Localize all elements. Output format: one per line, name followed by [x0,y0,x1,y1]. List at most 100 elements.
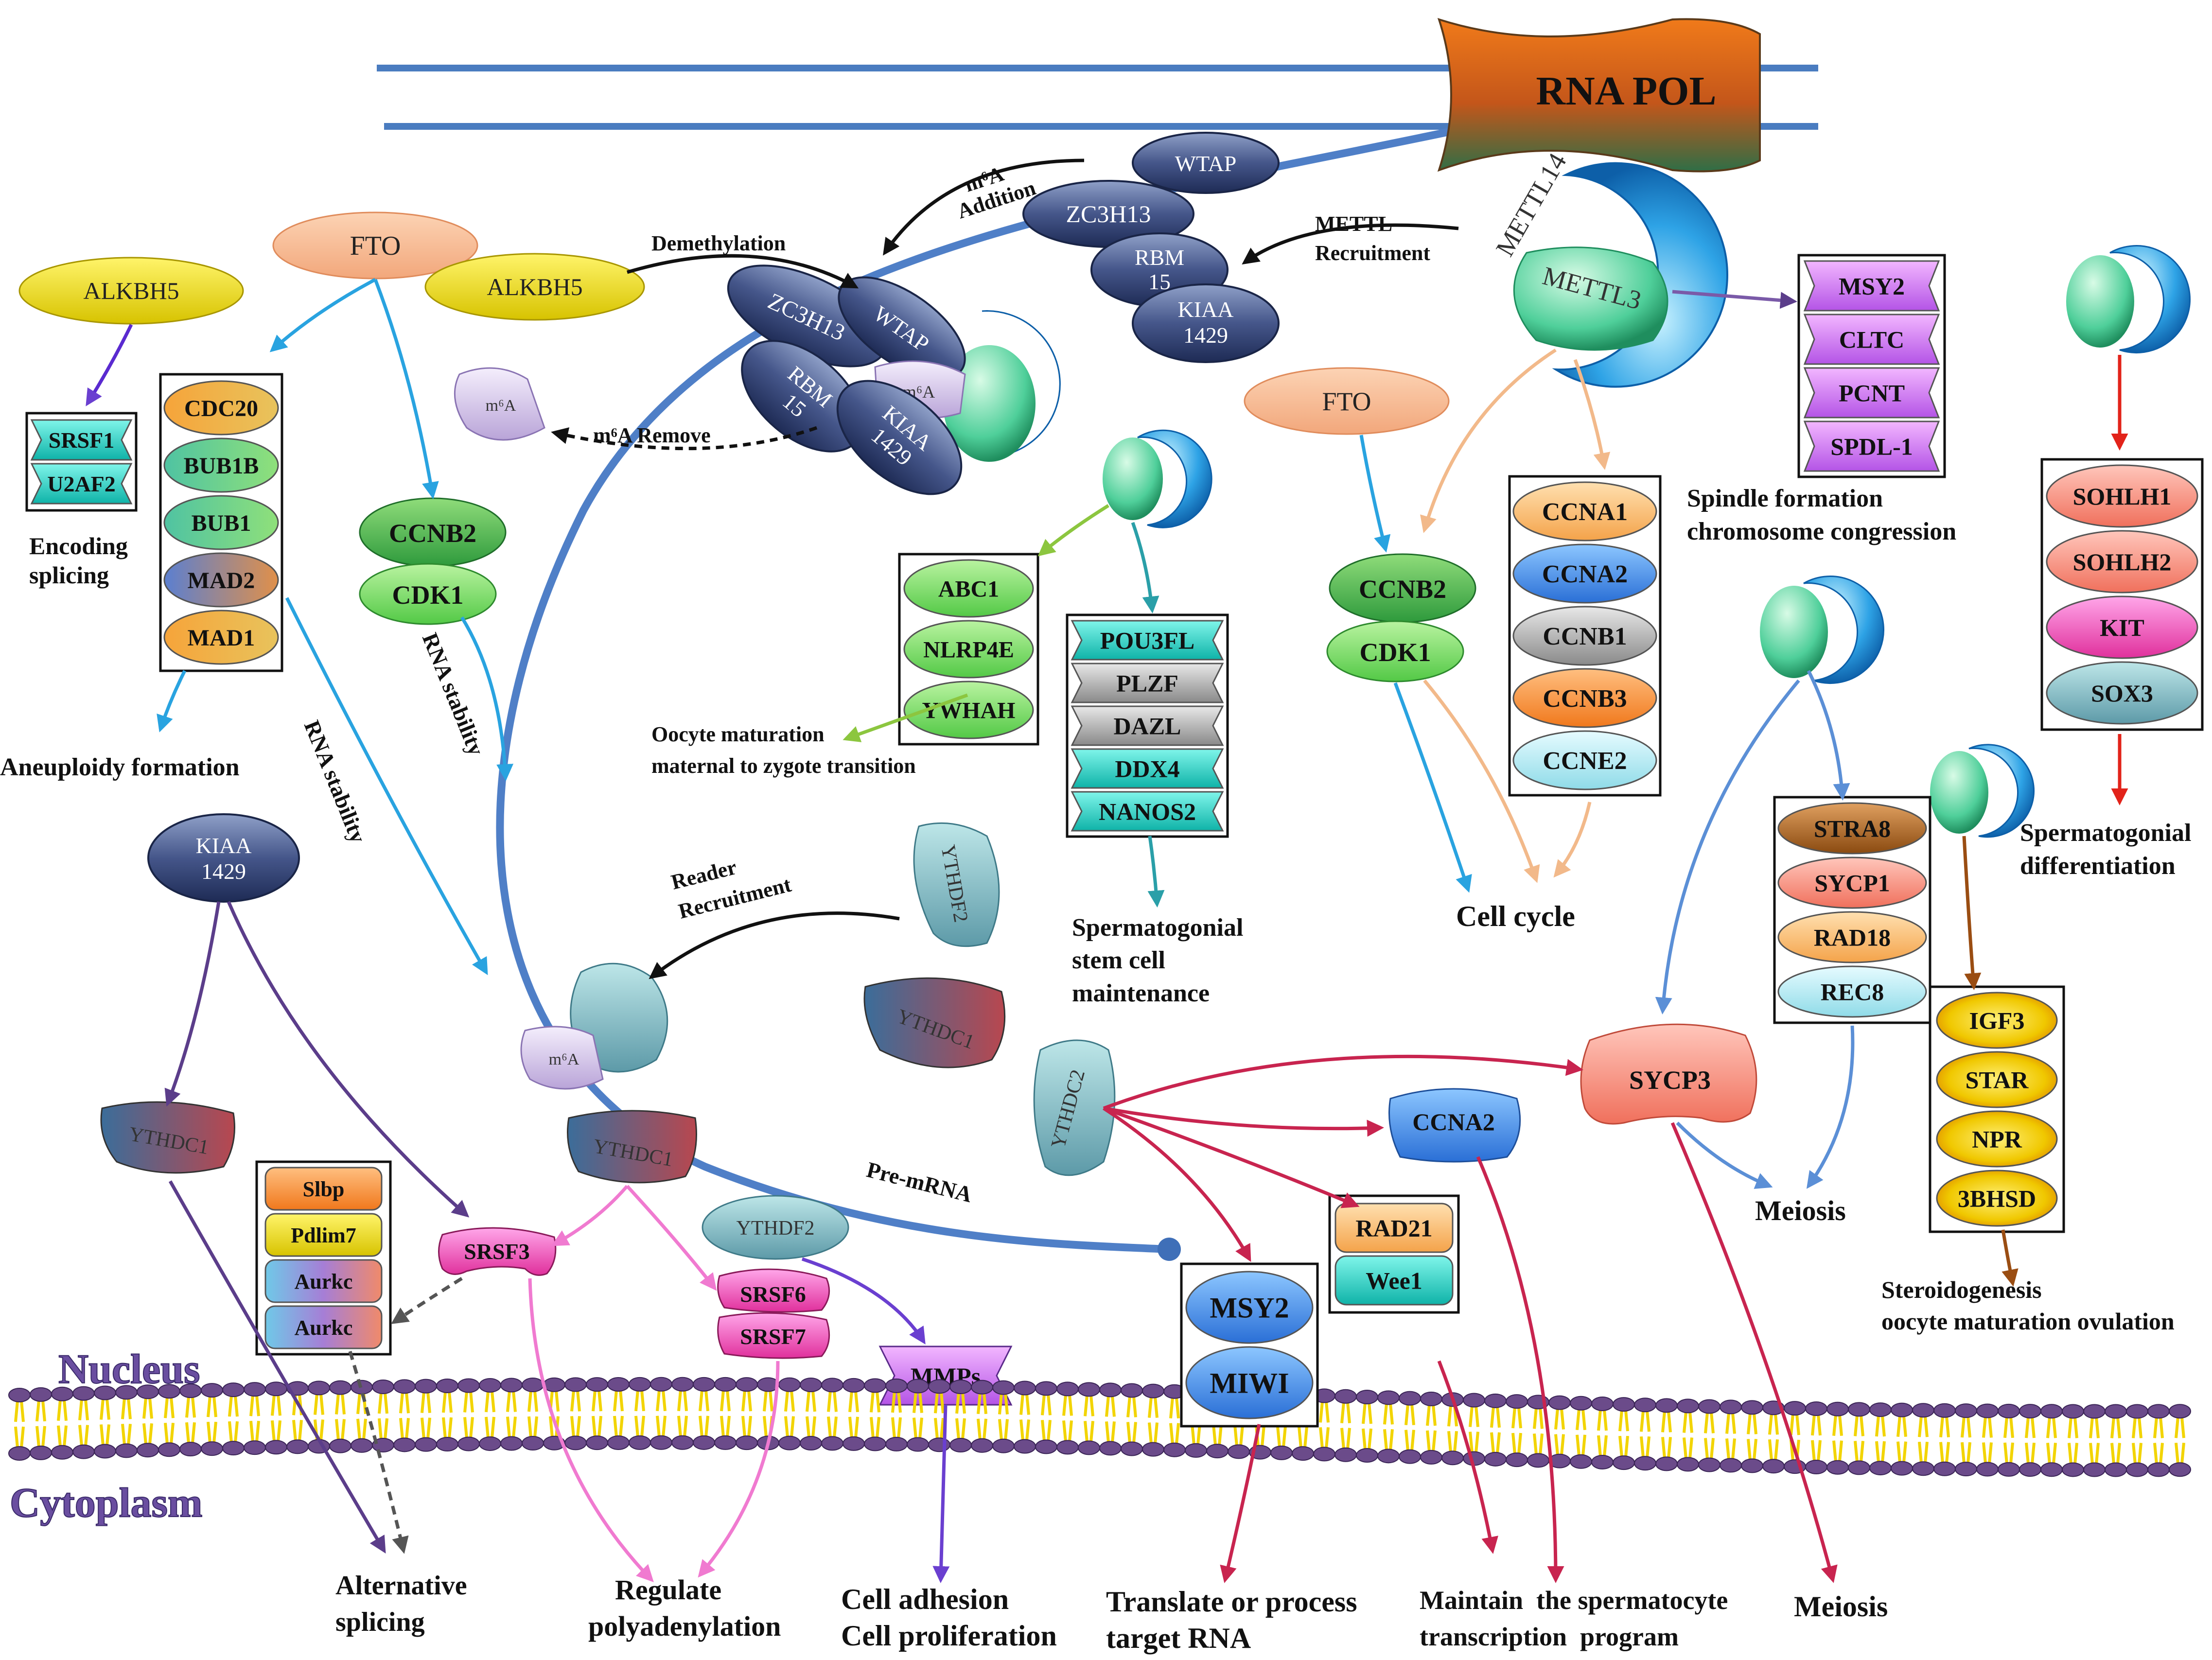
kiaa1429-left-label-2: 1429 [201,859,246,884]
sycp3-node [1580,1023,1757,1125]
ssc-label-3: maintenance [1072,979,1210,1007]
ssc-box-item-label: POU3FL [1100,627,1194,654]
cell-cycle-label: Cell cycle [1456,900,1575,932]
spindle-box-item-shape [1803,314,1940,365]
spindle-checkpoint-item-label: CDC20 [184,396,258,421]
msy-box-item-shape [1185,1271,1314,1344]
meiosis-box-item-label: REC8 [1821,979,1884,1006]
meiosis-box-item-shape [1777,965,1927,1018]
spindle-checkpoint-item-label: MAD1 [188,625,255,651]
ssc-box-item-shape [1071,663,1224,703]
meiosis-box-item-label: RAD18 [1814,924,1891,951]
sohlh-box-item-label: KIT [2100,614,2144,641]
gene-boxes: SRSF1U2AF2CDC20BUB1BBUB1MAD2MAD1ABC1NLRP… [25,254,2204,1428]
meiosis-mid-label: Meiosis [1755,1195,1846,1226]
ythdc1-mid-node [863,977,1006,1068]
oocyte-maturation-label-2: maternal to zygote transition [651,754,916,778]
meiosis-bottom-label: Meiosis [1794,1590,1888,1623]
writer-complex-top: WTAP ZC3H13 RBM 15 KIAA 1429 [1022,132,1280,363]
meiosis-box-item-label: STRA8 [1814,815,1891,842]
msy-box-item-label: MIWI [1210,1367,1289,1399]
oocyte-box-item-shape [903,559,1034,618]
cyclin-box-item-shape [1512,730,1657,790]
kiaa1429-label-1: KIAA [1178,297,1234,322]
spindle-checkpoint-item-label: BUB1B [184,453,259,479]
srsf3-node [438,1227,557,1276]
cyclin-box-item-label: CCNE2 [1543,747,1627,775]
oocyte-box-item-label: ABC1 [938,576,999,602]
srsf-box-item-shape [30,419,133,461]
mettl3-bound-shape [943,345,1036,462]
kiaa1429-label-2: 1429 [1183,323,1228,348]
ssc-box-item-label: NANOS2 [1099,798,1196,825]
cdk1-right-node [1326,620,1464,682]
fto-right-label: FTO [1322,387,1371,416]
writer-icon-sohlh [2066,245,2191,354]
m6a-removed-shape [454,367,545,441]
meiosis-box-item-label: SYCP1 [1814,870,1890,897]
sohlh-box-item-label: SOHLH1 [2073,483,2172,510]
meiosis-box-item-shape [1777,856,1927,909]
cell-membrane [8,1377,2191,1477]
mettl14-mettl3-complex: METTL14 METTL3 [1490,148,1728,388]
ssc-box-item-shape [1071,791,1224,832]
pre-mrna-label: Pre-mRNA [864,1157,975,1207]
cyclin-box-item-shape [1512,543,1657,604]
arrows [86,158,2128,1583]
spindle-checkpoint-item-shape [163,552,279,608]
spindle-box-item-label: PCNT [1839,380,1905,407]
rad-box-item-shape [1334,1203,1454,1253]
oocyte-box-item-shape [903,620,1034,679]
srsf7-label: SRSF7 [740,1324,806,1349]
srsf3-label: SRSF3 [464,1239,529,1264]
ssc-label-1: Spermatogonial [1072,914,1243,942]
m6a-removed-label: m⁶A [486,397,516,415]
ssc-label-2: stem cell [1072,946,1165,974]
sohlh-box-item-label: SOHLH2 [2073,548,2172,576]
oocyte-maturation-label-1: Oocyte maturation [651,722,825,746]
cdk1-left-label: CDK1 [392,580,464,610]
spindle-checkpoint-item-shape [163,437,279,493]
ythdf2-low-label: YTHDF2 [736,1217,814,1240]
ythdf2-top-node [913,822,1000,947]
translate-label-2: target RNA [1106,1622,1251,1654]
oocyte-box-item-shape [903,681,1034,739]
writer-icon-oocyte [1103,429,1212,528]
alt-splicing-label-2: splicing [335,1607,425,1637]
alkbh5-left-node [18,257,244,325]
spindle-checkpoint-item-label: BUB1 [192,510,251,536]
spindle-box-item-label: CLTC [1839,326,1904,353]
ssc-box-item-shape [1071,620,1224,661]
steroid-box-item-label: 3BHSD [1958,1185,2036,1212]
kiaa1429-bound [836,380,963,495]
cyclin-box-item-label: CCNA2 [1542,560,1628,588]
steroid-box-item-label: IGF3 [1969,1007,2025,1034]
maintain-label-1: Maintain the spermatocyte [1420,1586,1728,1615]
cyclin-box-item-shape [1512,668,1657,728]
srsf-box-item-label: SRSF1 [49,428,114,453]
cytoplasm-label: Cytoplasm [10,1479,203,1526]
fto-left-label: FTO [350,231,401,261]
steroid-box-item-label: STAR [1966,1066,2029,1094]
alkbh5-left-label: ALKBH5 [83,277,179,304]
rna-stability-label-2: RNA stability [299,717,371,847]
zc3h13-label: ZC3H13 [1066,200,1151,227]
alkbh5-mid-label: ALKBH5 [487,273,582,300]
ssc-box-item-shape [1071,705,1224,746]
steroid-box-item-shape [1936,992,2058,1049]
demethylation-label: Demethylation [651,231,786,255]
ssc-box-item-label: DDX4 [1115,755,1179,783]
ssc-box-item-shape [1071,748,1224,789]
spindle-formation-label-2: chromosome congression [1687,518,1956,545]
maintain-label-2: transcription program [1420,1622,1679,1651]
ssc-box-item-label: PLZF [1116,670,1178,697]
slbp-box-item-shape [264,1167,383,1211]
spindle-checkpoint-item-shape [163,380,279,436]
